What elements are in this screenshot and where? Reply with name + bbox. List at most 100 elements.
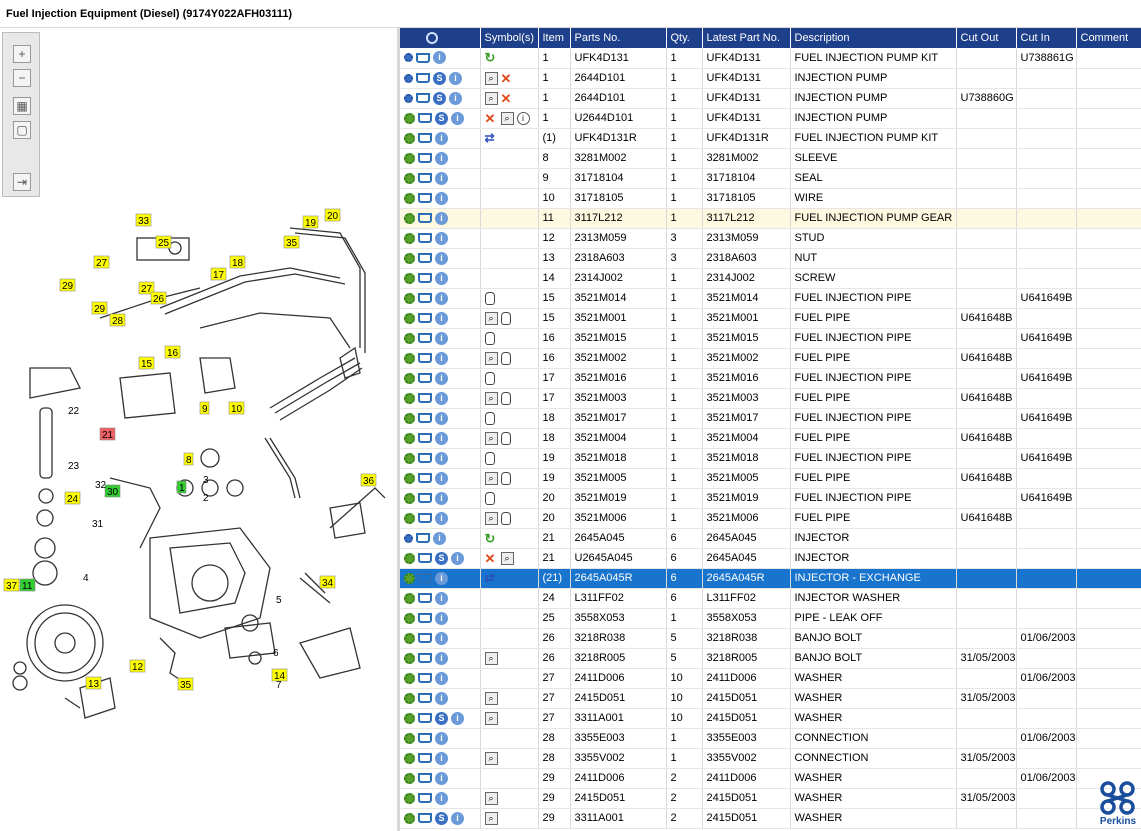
info-icon[interactable]: i xyxy=(435,371,448,385)
column-header-latest-part-no[interactable]: Latest Part No. xyxy=(702,28,791,48)
gear-icon[interactable] xyxy=(404,172,415,184)
gear-icon[interactable] xyxy=(404,152,415,164)
container-icon[interactable] xyxy=(484,371,495,385)
callout-10[interactable]: 10 xyxy=(228,401,245,415)
gear-icon[interactable] xyxy=(404,272,415,284)
gear-icon[interactable] xyxy=(404,552,415,564)
info-icon[interactable]: i xyxy=(449,91,462,105)
cart-icon[interactable] xyxy=(418,713,432,723)
info-icon[interactable]: i xyxy=(435,191,448,205)
column-header-description[interactable]: Description xyxy=(790,28,957,48)
info-icon[interactable]: i xyxy=(433,531,446,545)
callout-19[interactable]: 19 xyxy=(302,215,319,229)
info-icon[interactable]: i xyxy=(435,471,448,485)
column-header-item[interactable]: Item xyxy=(538,28,571,48)
callout-29[interactable]: 29 xyxy=(91,301,108,315)
info-icon[interactable]: i xyxy=(435,211,448,225)
gear-icon[interactable] xyxy=(404,632,415,644)
container-icon[interactable] xyxy=(484,331,495,345)
callout-8[interactable]: 8 xyxy=(183,452,194,466)
magnifier-icon[interactable]: ⌕ xyxy=(484,791,498,805)
callout-9[interactable]: 9 xyxy=(199,401,210,415)
callout-14[interactable]: 14 xyxy=(271,668,288,682)
callout-33[interactable]: 33 xyxy=(135,213,152,227)
info-icon[interactable]: i xyxy=(435,271,448,285)
swap-arrow-icon[interactable]: ⇄ xyxy=(484,130,495,145)
container-icon[interactable] xyxy=(484,291,495,305)
callout-20[interactable]: 20 xyxy=(324,208,341,222)
zoom-out-icon[interactable]: − xyxy=(13,69,31,87)
cart-icon[interactable] xyxy=(418,733,432,743)
magnifier-icon[interactable]: ⌕ xyxy=(484,651,498,665)
info-icon[interactable]: i xyxy=(449,71,462,85)
info-icon[interactable]: i xyxy=(435,491,448,505)
info-icon[interactable]: i xyxy=(435,331,448,345)
price-icon[interactable]: S xyxy=(435,811,448,825)
column-header-parts-no[interactable]: Parts No. xyxy=(570,28,667,48)
cart-icon[interactable] xyxy=(418,593,432,603)
comment-bubble-icon[interactable]: i xyxy=(516,111,530,125)
cart-icon[interactable] xyxy=(418,813,432,823)
settings-gears-icon[interactable] xyxy=(404,73,413,83)
gear-icon[interactable] xyxy=(404,232,415,244)
callout-27[interactable]: 27 xyxy=(93,255,110,269)
cart-icon[interactable] xyxy=(418,793,432,803)
cart-icon[interactable] xyxy=(418,553,432,563)
cart-icon[interactable] xyxy=(418,353,432,363)
callout-21[interactable]: 21 xyxy=(99,427,116,441)
gear-icon[interactable] xyxy=(404,772,415,784)
cart-icon[interactable] xyxy=(418,113,432,123)
info-icon[interactable]: i xyxy=(435,291,448,305)
diagram-pane[interactable]: +−▦▢⇥ xyxy=(0,28,397,831)
gear-icon[interactable] xyxy=(404,252,415,264)
info-icon[interactable]: i xyxy=(435,771,448,785)
callout-34[interactable]: 34 xyxy=(319,575,336,589)
container-icon[interactable] xyxy=(500,351,511,365)
price-icon[interactable]: S xyxy=(435,551,448,565)
column-header-symbol-s[interactable]: Symbol(s) xyxy=(480,28,539,48)
callout-25[interactable]: 25 xyxy=(155,235,172,249)
info-icon[interactable]: i xyxy=(435,651,448,665)
gear-icon[interactable] xyxy=(404,332,415,344)
info-icon[interactable]: i xyxy=(435,631,448,645)
gear-icon[interactable] xyxy=(404,712,415,724)
superseded-x-icon[interactable]: ✕ xyxy=(500,70,512,86)
gear-icon[interactable] xyxy=(404,512,415,524)
gear-icon[interactable] xyxy=(404,572,415,584)
gear-icon[interactable] xyxy=(404,192,415,204)
magnifier-icon[interactable]: ⌕ xyxy=(484,471,498,485)
magnifier-icon[interactable]: ⌕ xyxy=(484,431,498,445)
superseded-x-icon[interactable]: ✕ xyxy=(484,550,496,566)
export-icon[interactable]: ⇥ xyxy=(13,173,31,191)
swap-arrow-icon[interactable]: ⇄ xyxy=(484,570,495,585)
magnifier-icon[interactable]: ⌕ xyxy=(484,691,498,705)
callout-12[interactable]: 12 xyxy=(129,659,146,673)
info-icon[interactable]: i xyxy=(435,591,448,605)
magnifier-icon[interactable]: ⌕ xyxy=(484,311,498,325)
info-icon[interactable]: i xyxy=(435,791,448,805)
info-icon[interactable]: i xyxy=(435,351,448,365)
info-icon[interactable]: i xyxy=(451,811,464,825)
container-icon[interactable] xyxy=(500,431,511,445)
cart-icon[interactable] xyxy=(416,533,430,543)
callout-24[interactable]: 24 xyxy=(64,491,81,505)
gear-icon[interactable] xyxy=(404,472,415,484)
